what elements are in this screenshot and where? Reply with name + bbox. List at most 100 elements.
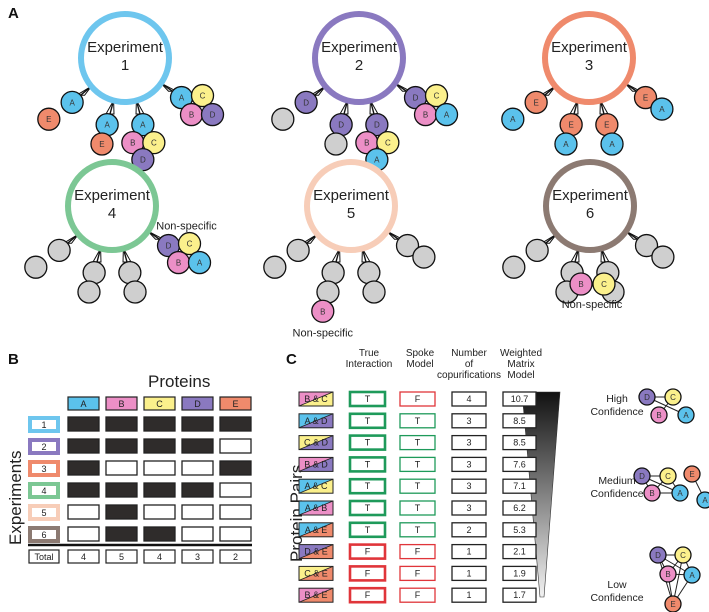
matrix-cell-detected	[105, 416, 138, 432]
protein-b	[569, 272, 593, 296]
network-node-e	[683, 465, 701, 483]
protein-letter: C	[680, 551, 686, 560]
true-interaction-value: F	[365, 590, 371, 600]
matrix-cell-detected	[143, 416, 176, 432]
pair-box	[298, 544, 334, 560]
experiment-row-label-box	[28, 526, 60, 543]
column-header-weighted_matrix: Weighted	[500, 348, 542, 359]
copurification-cell	[451, 478, 487, 494]
experiment-bait-circle	[542, 11, 636, 105]
matrix-cell-empty	[181, 504, 214, 520]
spoke-model-cell	[399, 587, 436, 603]
weighted-matrix-value: 8.5	[513, 416, 526, 426]
protein-header-d	[181, 396, 214, 411]
protein-letter: C	[601, 280, 607, 289]
pair-label: A & C	[304, 481, 328, 491]
true-interaction-value: T	[365, 459, 371, 469]
protein-letter: D	[655, 551, 661, 560]
protein-grey	[412, 245, 436, 269]
network-node-c	[674, 546, 692, 564]
pair-label: B & C	[304, 394, 328, 404]
protein-c	[376, 130, 400, 155]
protein-letter: C	[200, 92, 206, 101]
protein-letter: B	[364, 139, 369, 148]
copurification-value: 3	[466, 438, 471, 448]
spoke-model-value: T	[415, 481, 421, 491]
experiment-number: 6	[586, 205, 594, 222]
protein-d	[200, 102, 225, 127]
pair-box	[298, 587, 334, 603]
protein-e	[37, 107, 61, 131]
protein-e	[524, 90, 548, 115]
true-interaction-value: T	[365, 503, 371, 513]
protein-letter: C	[434, 92, 440, 101]
weighted-matrix-cell	[502, 543, 537, 560]
protein-a	[187, 250, 212, 275]
weighted-matrix-value: 1.7	[513, 590, 526, 600]
protein-letter: E	[99, 140, 104, 149]
matrix-cell-detected	[105, 526, 138, 542]
weighted-matrix-cell	[502, 434, 537, 451]
protein-letter: D	[338, 121, 344, 130]
protein-a	[554, 132, 578, 156]
true-interaction-cell	[348, 543, 387, 560]
column-header-copurifications: of	[465, 359, 474, 370]
protein-letter: B	[423, 111, 428, 120]
experiment-row-label: 3	[41, 464, 46, 474]
true-interaction-value: F	[365, 547, 371, 557]
matrix-cell-detected	[67, 438, 100, 454]
protein-a	[600, 132, 624, 156]
pair-divider	[298, 500, 334, 516]
total-cell	[181, 549, 214, 564]
true-interaction-cell	[348, 521, 387, 539]
network-node-d	[633, 467, 651, 485]
protein-letter: A	[683, 411, 689, 420]
pair-label: A & B	[305, 503, 328, 513]
experiment-row-label: 4	[41, 486, 46, 496]
weighted-matrix-cell	[502, 500, 537, 516]
matrix-cell-detected	[105, 504, 138, 520]
spoke-model-value: F	[415, 590, 421, 600]
spoke-model-value: F	[415, 547, 421, 557]
pair-divider	[298, 413, 334, 429]
total-value: 4	[81, 552, 86, 562]
true-interaction-cell	[348, 412, 387, 430]
matrix-cell-detected	[143, 438, 176, 454]
pair-box	[298, 413, 334, 429]
protein-letter: B	[665, 570, 670, 579]
matrix-cell-detected	[181, 416, 214, 432]
true-interaction-value: T	[365, 394, 371, 404]
spoke-model-cell	[399, 456, 436, 473]
matrix-cell-detected	[67, 460, 100, 476]
copurification-value: 1	[466, 547, 471, 557]
experiment-bait-circle	[312, 11, 406, 105]
matrix-cell-empty	[67, 526, 100, 542]
true-interaction-value: T	[365, 416, 371, 426]
network-node-a	[677, 406, 695, 424]
experiment-row-label-box	[28, 438, 60, 455]
panel-label-c: C	[286, 351, 297, 368]
protein-a	[501, 107, 525, 131]
protein-letter: E	[689, 470, 694, 479]
matrix-cell-detected	[67, 482, 100, 498]
column-header-weighted_matrix: Model	[507, 370, 534, 381]
matrix-cell-empty	[219, 482, 252, 498]
experiment-title: Experiment	[551, 39, 628, 56]
protein-letter: A	[444, 111, 450, 120]
column-header-true_interaction: Interaction	[346, 359, 393, 370]
protein-grey	[24, 255, 48, 279]
weighted-matrix-cell	[502, 456, 537, 473]
weighted-matrix-cell	[502, 565, 537, 582]
protein-grey	[362, 280, 386, 304]
protein-grey	[286, 238, 310, 263]
